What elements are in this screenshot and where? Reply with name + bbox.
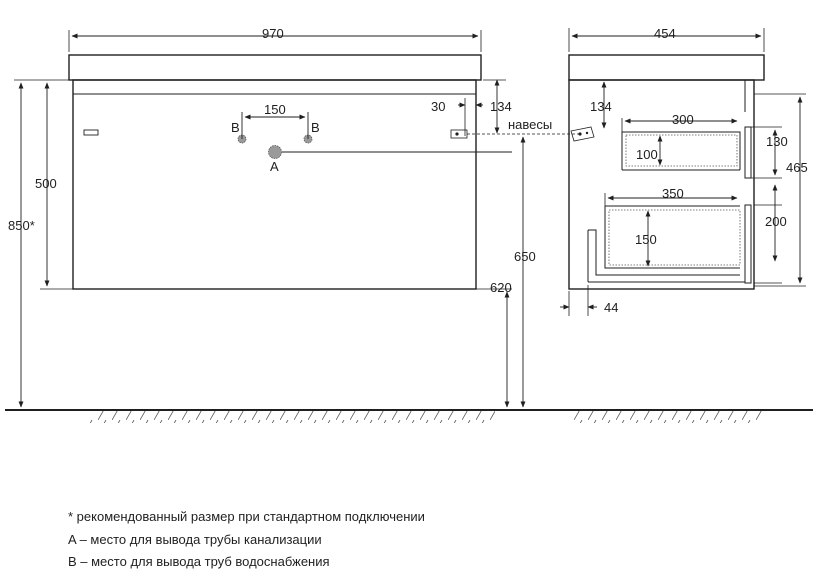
dim-total-width: 970 [262, 26, 284, 41]
dim-top-drawer-depth: 300 [672, 112, 694, 127]
pipe-b-right-label: B [311, 120, 320, 135]
front-view [68, 54, 482, 290]
dim-hanger-level: 650 [514, 249, 536, 264]
dim-bottom-level: 620 [490, 280, 512, 295]
top-drawer-front [744, 126, 752, 179]
countertop-front [68, 54, 482, 81]
dim-bottom-drawer-inner: 150 [635, 232, 657, 247]
cabinet-side [568, 79, 755, 290]
notes: * рекомендованный размер при стандартном… [68, 506, 425, 574]
pipe-b-left-label: B [231, 120, 240, 135]
pipe-a [268, 145, 282, 159]
dim-top-drawer-height: 130 [766, 134, 788, 149]
dim-top-drawer-inner: 100 [636, 147, 658, 162]
dim-pipe-spacing: 150 [264, 102, 286, 117]
dim-depth: 454 [654, 26, 676, 41]
floor [5, 409, 813, 423]
dim-hanger-height-side: 134 [590, 99, 612, 114]
dim-total-height-right: 465 [786, 160, 808, 175]
pipe-a-label: A [270, 159, 279, 174]
dim-overall-height: 850* [8, 218, 35, 233]
pipes [237, 112, 512, 159]
note-pipe-a: A – место для вывода трубы канализации [68, 531, 322, 547]
dim-offset-30: 30 [431, 99, 445, 114]
dim-bottom-drawer-depth: 350 [662, 186, 684, 201]
dim-bottom-drawer-height: 200 [765, 214, 787, 229]
hangers-label: навесы [508, 117, 552, 132]
dim-front-height: 500 [35, 176, 57, 191]
top-drawer [621, 131, 741, 171]
hanger-bracket-side [570, 126, 595, 142]
handle-icon [83, 129, 99, 136]
bottom-drawer-front [744, 204, 752, 284]
note-pipe-b: B – место для вывода труб водоснабжения [68, 554, 330, 569]
side-view [568, 54, 765, 290]
dim-back-gap: 44 [604, 300, 618, 315]
note-recommended: * рекомендованный размер при стандартном… [68, 509, 425, 524]
bottom-drawer [587, 205, 745, 283]
cabinet-front [72, 79, 477, 290]
countertop-side [568, 54, 765, 81]
dim-hanger-height-front: 134 [490, 99, 512, 114]
